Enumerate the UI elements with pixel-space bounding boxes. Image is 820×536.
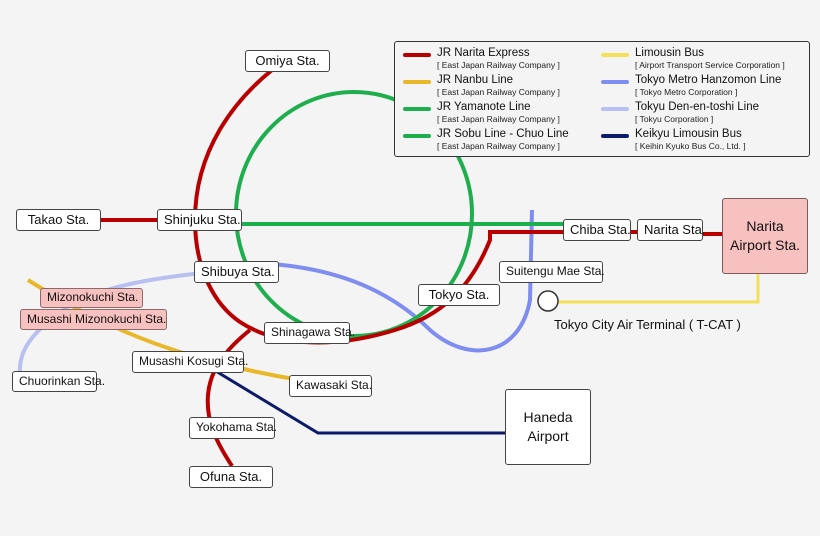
station-yokohama[interactable]: Yokohama Sta.	[189, 417, 277, 439]
legend-line-name: JR Sobu Line - Chuo Line	[437, 128, 569, 140]
legend-swatch	[403, 53, 431, 57]
hanzomon-line	[235, 209, 534, 353]
legend-swatch	[403, 80, 431, 84]
station-suitengu-mae[interactable]: Suitengu Mae Sta.	[499, 261, 605, 283]
legend: JR Narita Express[ East Japan Railway Co…	[394, 41, 810, 157]
tcat-label: Tokyo City Air Terminal ( T-CAT )	[554, 317, 741, 332]
station-narita-airport[interactable]: Narita Airport Sta.	[722, 198, 808, 274]
legend-line-name: Keikyu Limousin Bus	[635, 128, 742, 140]
legend-company: [ East Japan Railway Company ]	[437, 87, 560, 97]
legend-swatch	[601, 80, 629, 84]
legend-swatch	[403, 134, 431, 138]
station-omiya[interactable]: Omiya Sta.	[245, 50, 330, 72]
station-chuorinkan[interactable]: Chuorinkan Sta.	[12, 371, 105, 392]
legend-swatch	[403, 107, 431, 111]
legend-swatch	[601, 134, 629, 138]
station-ofuna[interactable]: Ofuna Sta.	[189, 466, 273, 488]
station-musashi-kosugi[interactable]: Musashi Kosugi Sta.	[132, 351, 248, 373]
keikyu-bus-route	[213, 368, 505, 435]
station-takao[interactable]: Takao Sta.	[16, 209, 101, 231]
haneda-airport[interactable]: Haneda Airport	[505, 389, 591, 465]
legend-line-name: JR Narita Express	[437, 47, 530, 59]
station-musashi-mizonokuchi[interactable]: Musashi Mizonokuchi Sta.	[20, 309, 167, 330]
legend-swatch	[601, 53, 629, 57]
limousin-bus-route	[558, 274, 760, 304]
legend-line-name: JR Nanbu Line	[437, 74, 514, 86]
legend-company: [ Tokyu Corporation ]	[635, 114, 714, 124]
station-shinagawa[interactable]: Shinagawa Sta.	[264, 322, 355, 344]
station-narita[interactable]: Narita Sta.	[637, 219, 705, 241]
legend-line-name: JR Yamanote Line	[437, 101, 531, 113]
station-mizonokuchi[interactable]: Mizonokuchi Sta.	[40, 288, 143, 308]
station-shinjuku[interactable]: Shinjuku Sta.	[157, 209, 242, 231]
legend-line-name: Tokyu Den-en-toshi Line	[635, 101, 760, 113]
legend-company: [ East Japan Railway Company ]	[437, 141, 560, 151]
legend-company: [ Tokyo Metro Corporation ]	[635, 87, 738, 97]
legend-swatch	[601, 107, 629, 111]
station-tokyo[interactable]: Tokyo Sta.	[418, 284, 500, 306]
legend-company: [ East Japan Railway Company ]	[437, 60, 560, 70]
legend-company: [ Keihin Kyuko Bus Co., Ltd. ]	[635, 141, 746, 151]
legend-line-name: Limousin Bus	[635, 47, 705, 59]
legend-company: [ East Japan Railway Company ]	[437, 114, 560, 124]
station-kawasaki[interactable]: Kawasaki Sta.	[289, 375, 372, 397]
legend-company: [ Airport Transport Service Corporation …	[635, 60, 785, 70]
narita-express-line	[205, 328, 252, 468]
station-shibuya[interactable]: Shibuya Sta.	[194, 261, 279, 283]
tcat-terminal-marker	[537, 290, 559, 312]
station-chiba[interactable]: Chiba Sta.	[563, 219, 631, 241]
legend-line-name: Tokyo Metro Hanzomon Line	[635, 74, 782, 86]
